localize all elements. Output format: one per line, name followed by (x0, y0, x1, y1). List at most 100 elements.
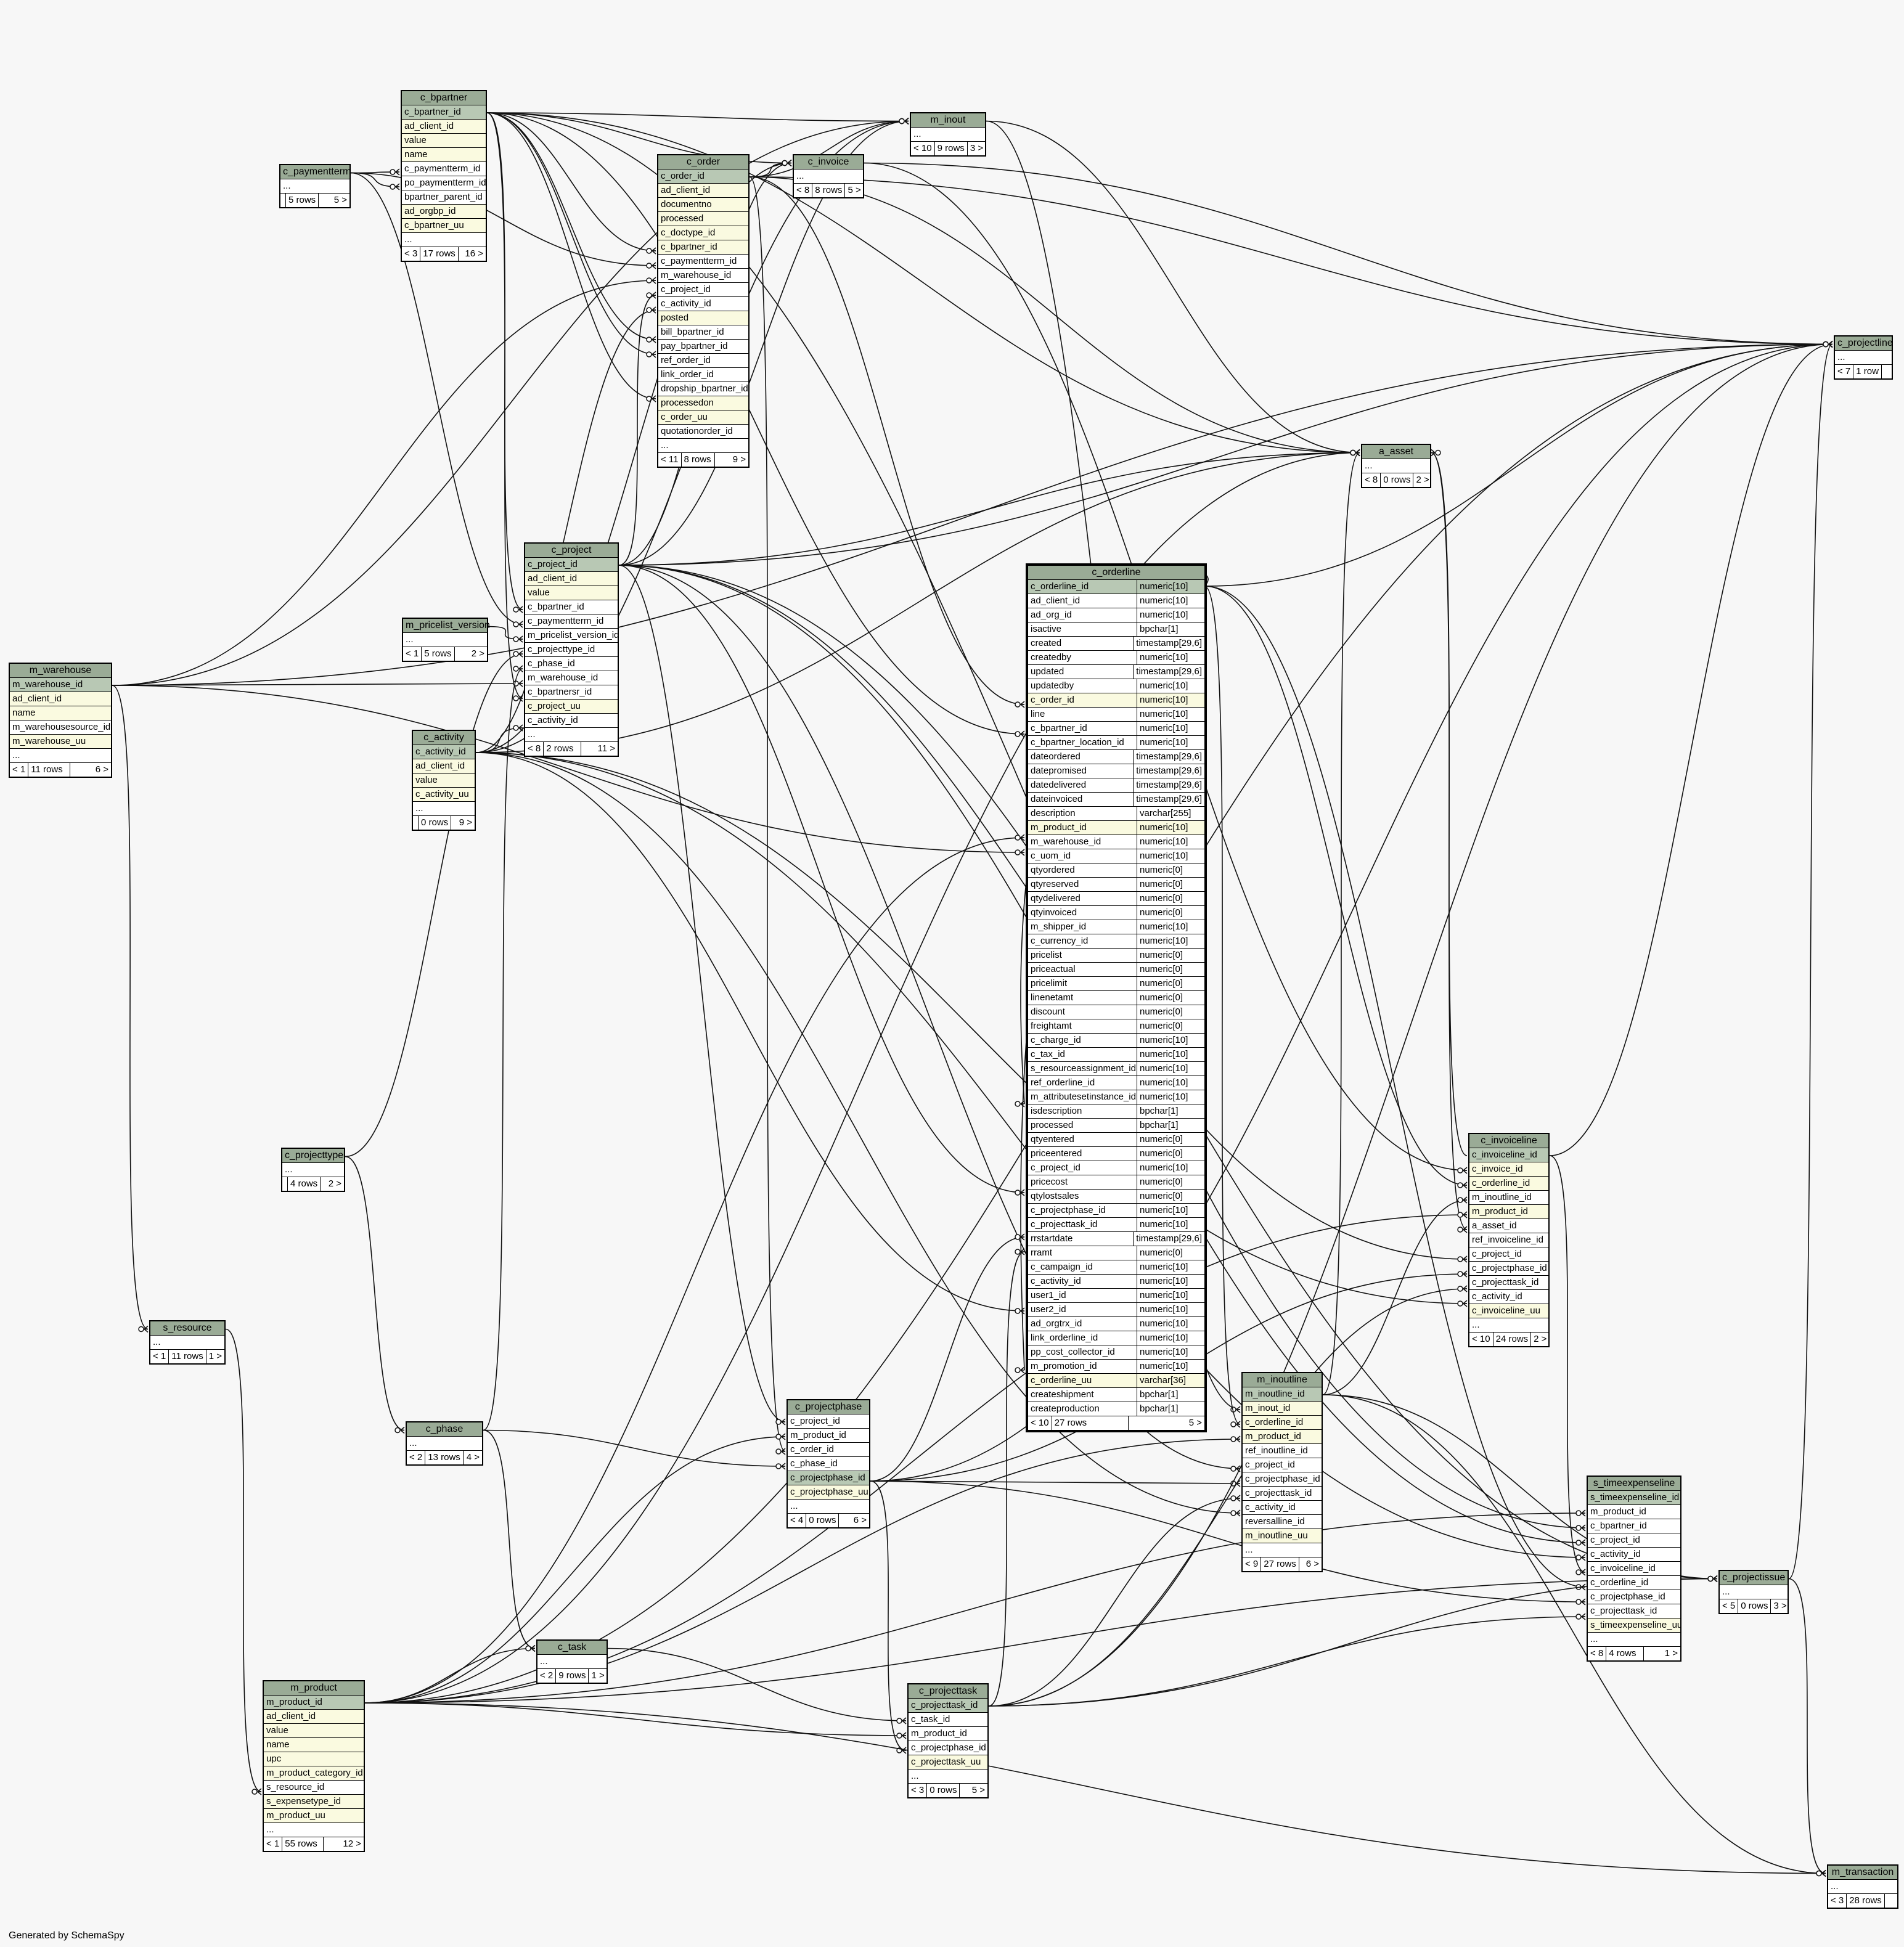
parents-count[interactable] (413, 816, 419, 830)
column-row[interactable]: c_activity_id (525, 714, 618, 728)
column-row[interactable]: ... (525, 728, 618, 742)
column-row[interactable]: ... (403, 633, 487, 647)
table-title[interactable]: c_bpartner (402, 91, 486, 105)
column-row[interactable]: ... (788, 1500, 869, 1514)
column-row[interactable]: m_warehousesource_id (10, 720, 111, 735)
table-title[interactable]: c_orderline (1028, 566, 1204, 580)
children-count[interactable]: 2 > (1534, 1334, 1547, 1344)
column-row[interactable]: c_invoice_id (1469, 1162, 1548, 1177)
column-row[interactable]: ad_client_id (658, 184, 748, 198)
column-row[interactable]: m_inoutline_uu (1243, 1529, 1322, 1543)
column-row[interactable]: m_inoutline_id (1243, 1387, 1322, 1402)
column-row[interactable]: c_doctype_id (658, 226, 748, 240)
column-row[interactable]: c_projecttask_id (1243, 1487, 1322, 1501)
parents-count[interactable]: < 1 (150, 1350, 170, 1363)
column-row[interactable]: ad_client_id (413, 759, 475, 773)
parents-count[interactable]: < 8 (525, 742, 544, 756)
table-title[interactable]: m_product (264, 1681, 364, 1696)
column-row[interactable]: c_paymentterm_id (525, 614, 618, 629)
parents-count[interactable]: < 1 (10, 763, 29, 777)
parents-count[interactable]: < 10 (1469, 1333, 1493, 1346)
column-row[interactable]: po_paymentterm_id (402, 176, 486, 190)
children-count[interactable]: 5 > (333, 195, 347, 205)
column-row[interactable]: ... (1243, 1543, 1322, 1557)
column-row[interactable]: ... (658, 439, 748, 453)
column-row[interactable]: c_project_id (1588, 1533, 1680, 1548)
column-row[interactable]: ... (1835, 351, 1892, 365)
column-row[interactable]: c_project_uu (525, 700, 618, 714)
column-row[interactable]: value (525, 586, 618, 600)
table-title[interactable]: c_invoice (794, 155, 863, 169)
column-row[interactable]: ... (282, 1163, 344, 1177)
column-row[interactable]: ref_order_id (658, 354, 748, 368)
table-title[interactable]: c_projectphase (788, 1400, 869, 1414)
children-count[interactable]: 5 > (1188, 1418, 1202, 1428)
column-row[interactable]: c_activity_uu (413, 788, 475, 802)
children-count[interactable]: 9 > (459, 817, 472, 828)
table-title[interactable]: m_inout (911, 113, 985, 128)
parents-count[interactable]: < 10 (911, 142, 935, 155)
children-count[interactable]: 1 > (1664, 1648, 1678, 1659)
children-count[interactable] (1885, 1894, 1897, 1908)
parents-count[interactable]: < 8 (1362, 473, 1381, 487)
column-row[interactable]: c_projectphase_id (1588, 1590, 1680, 1604)
column-row[interactable]: bpartner_parent_id (402, 190, 486, 205)
column-row[interactable]: m_product_id (788, 1429, 869, 1443)
parents-count[interactable]: < 3 (909, 1784, 928, 1797)
parents-count[interactable]: < 2 (537, 1669, 557, 1683)
children-count[interactable]: 2 > (471, 648, 484, 659)
column-row[interactable]: name (264, 1738, 364, 1752)
parents-count[interactable]: < 1 (403, 647, 422, 661)
column-row[interactable]: ... (794, 169, 863, 184)
column-row[interactable]: c_bpartner_id (1588, 1519, 1680, 1533)
column-row[interactable]: ref_invoiceline_id (1469, 1233, 1548, 1247)
column-row[interactable]: ... (402, 233, 486, 247)
column-row[interactable]: value (413, 773, 475, 788)
column-row[interactable]: m_pricelist_version_id (525, 629, 618, 643)
column-row[interactable]: c_projecttask_id (1588, 1604, 1680, 1618)
column-row[interactable]: c_paymentterm_id (402, 162, 486, 176)
column-row[interactable]: m_product_id (1588, 1505, 1680, 1519)
column-row[interactable]: c_activity_id (1469, 1290, 1548, 1304)
column-row[interactable]: m_product_id (1469, 1205, 1548, 1219)
table-title[interactable]: c_project (525, 544, 618, 558)
children-count[interactable]: 16 > (465, 248, 483, 259)
children-count[interactable]: 1 > (591, 1670, 605, 1681)
column-row[interactable]: c_bpartner_id (658, 240, 748, 255)
column-row[interactable]: ... (1828, 1880, 1897, 1894)
children-count[interactable]: 11 > (597, 743, 616, 754)
column-row[interactable]: c_activity_id (1588, 1548, 1680, 1562)
column-row[interactable]: ... (1469, 1318, 1548, 1333)
children-count[interactable]: 2 > (1416, 475, 1429, 485)
column-row[interactable]: name (10, 706, 111, 720)
column-row[interactable]: s_resource_id (264, 1781, 364, 1795)
column-row[interactable]: m_product_uu (264, 1809, 364, 1823)
